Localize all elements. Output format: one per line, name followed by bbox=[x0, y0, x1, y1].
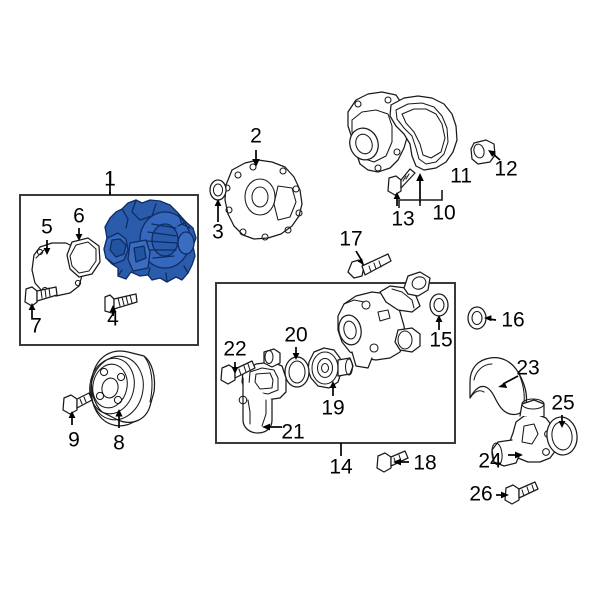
part-inlet-bolt bbox=[504, 481, 539, 505]
part-thermostat-seal bbox=[284, 356, 310, 388]
part-seal-ring bbox=[467, 306, 487, 330]
box-group-1 bbox=[19, 194, 199, 346]
callout-label-16: 16 bbox=[501, 309, 524, 332]
leader-9-arrow bbox=[68, 411, 76, 418]
callout-label-4: 4 bbox=[107, 308, 119, 331]
callout-label-25: 25 bbox=[551, 392, 574, 415]
leader-13-arrow bbox=[393, 192, 401, 199]
leader-17-arrow bbox=[357, 258, 364, 265]
leader-16-arrow bbox=[484, 315, 492, 322]
leader-23 bbox=[502, 375, 519, 385]
leader-21-arrow bbox=[262, 423, 270, 431]
part-timing-cover-gasket bbox=[223, 159, 303, 241]
callout-label-12: 12 bbox=[494, 158, 517, 181]
leader-6-arrow bbox=[75, 234, 83, 241]
leader-22-arrow bbox=[231, 367, 239, 374]
part-cover-plate-bolt bbox=[24, 286, 58, 307]
part-housing-long-bolt bbox=[347, 253, 392, 279]
part-pulley-bolt bbox=[62, 392, 93, 415]
part-water-outlet-housing bbox=[347, 91, 409, 173]
leader-4-arrow bbox=[109, 305, 117, 312]
box-group-14 bbox=[215, 282, 456, 444]
leader-24-arrow bbox=[515, 451, 523, 459]
callout-label-14: 14 bbox=[329, 456, 353, 479]
leader-11-arrow bbox=[416, 173, 424, 181]
part-water-pump-assembly bbox=[103, 199, 197, 283]
callout-label-18: 18 bbox=[413, 452, 436, 475]
leader-7-arrow bbox=[28, 303, 36, 310]
callout-label-19: 19 bbox=[321, 397, 344, 420]
callout-label-11: 11 bbox=[450, 165, 472, 188]
bracket-group-10 bbox=[398, 190, 443, 208]
part-coolant-hose bbox=[469, 356, 528, 416]
callout-label-23: 23 bbox=[516, 357, 539, 380]
leader-2-arrow bbox=[252, 159, 260, 167]
callout-label-21: 21 bbox=[281, 421, 304, 444]
part-heat-shield bbox=[238, 348, 287, 434]
leader-23-arrow bbox=[498, 382, 508, 388]
part-water-outlet-bolt bbox=[387, 168, 416, 196]
callout-label-13: 13 bbox=[391, 208, 414, 231]
callout-label-17: 17 bbox=[339, 228, 362, 251]
part-water-outlet-gasket bbox=[389, 95, 458, 171]
part-seal-o-ring-small bbox=[209, 179, 227, 201]
callout-label-6: 6 bbox=[73, 205, 85, 228]
leader-15-arrow bbox=[435, 315, 443, 322]
leader-8-arrow bbox=[115, 409, 123, 417]
leader-5-arrow bbox=[43, 248, 51, 255]
part-housing-o-ring bbox=[429, 293, 449, 317]
leader-12-arrow bbox=[488, 150, 496, 157]
callout-label-1: 1 bbox=[104, 168, 116, 191]
leader-3-arrow bbox=[214, 199, 222, 206]
callout-label-3: 3 bbox=[212, 221, 224, 244]
callout-label-9: 9 bbox=[68, 429, 80, 452]
part-thermostat-housing bbox=[337, 271, 431, 369]
part-heat-shield-bolt bbox=[220, 360, 256, 385]
callout-label-10: 10 bbox=[432, 202, 455, 225]
part-water-inlet-connector bbox=[491, 398, 557, 467]
callout-label-20: 20 bbox=[284, 324, 307, 347]
callout-label-7: 7 bbox=[30, 315, 42, 338]
callout-label-26: 26 bbox=[469, 483, 492, 506]
part-thermostat bbox=[307, 347, 354, 389]
callout-label-24: 24 bbox=[478, 450, 502, 473]
callout-label-2: 2 bbox=[250, 125, 262, 148]
part-water-pump-gasket bbox=[66, 237, 101, 278]
leader-26-arrow bbox=[501, 491, 509, 499]
leader-25-arrow bbox=[558, 421, 566, 428]
callout-label-15: 15 bbox=[429, 329, 452, 352]
part-bushing bbox=[470, 139, 496, 165]
leader-18-arrow bbox=[393, 458, 401, 466]
callout-label-5: 5 bbox=[41, 216, 53, 239]
leader-20-arrow bbox=[292, 353, 300, 360]
leader-19-arrow bbox=[329, 381, 337, 388]
callout-label-8: 8 bbox=[113, 432, 125, 455]
callout-label-22: 22 bbox=[223, 338, 246, 361]
part-water-pump-pulley bbox=[89, 350, 156, 427]
